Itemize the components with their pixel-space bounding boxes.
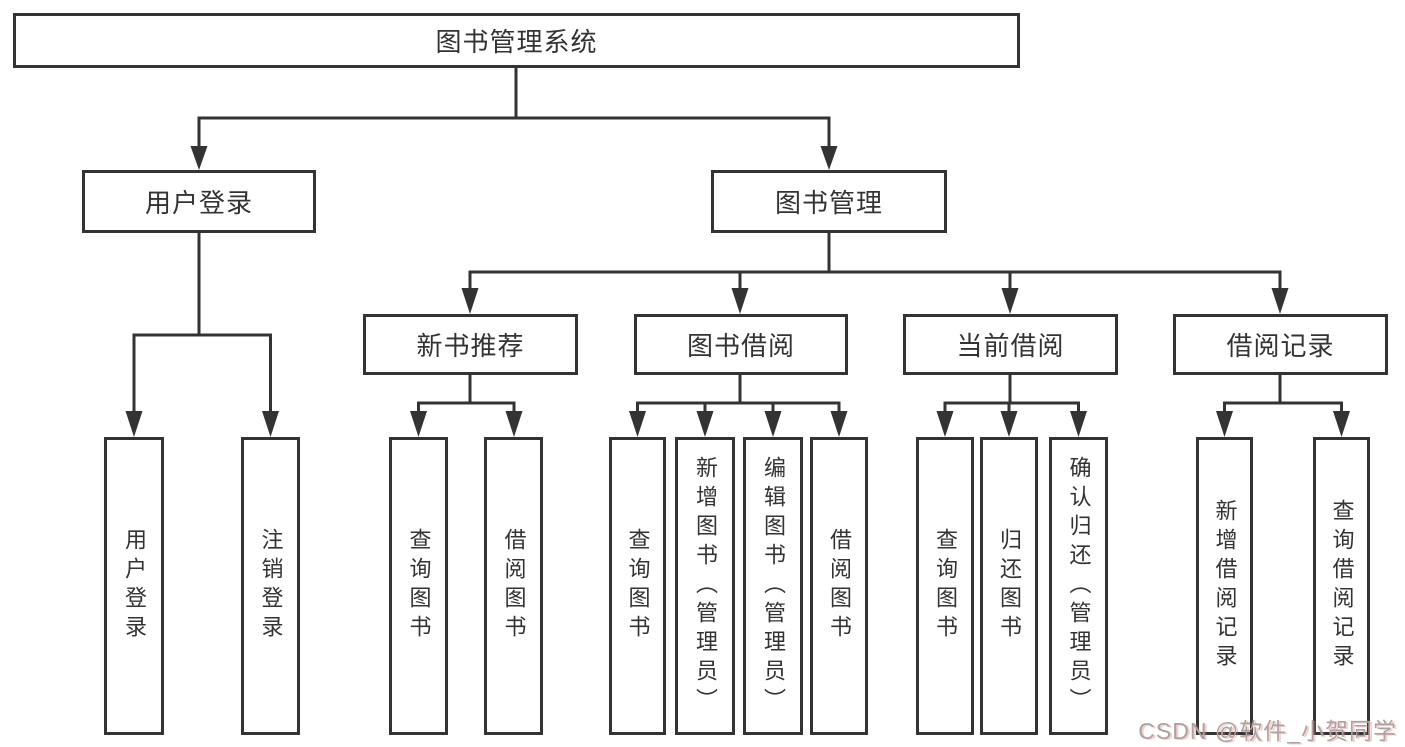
leaf-query-books-borrow-label: 查询图书 [625, 528, 651, 644]
leaf-edit-books-admin-label: 编辑图书（管理员） [761, 455, 786, 717]
leaf-add-borrow-record-label: 新增借阅记录 [1212, 499, 1238, 673]
leaf-logout-label: 注销登录 [258, 528, 284, 644]
leaf-confirm-return-admin: 确认归还（管理员） [1049, 437, 1108, 735]
leaf-add-books-admin-label: 新增图书（管理员） [693, 455, 718, 717]
leaf-borrow-books-recommend-label: 借阅图书 [501, 528, 527, 644]
node-new-book-recommendation: 新书推荐 [363, 314, 578, 375]
node-current-borrowing: 当前借阅 [903, 314, 1118, 375]
node-borrowing-records: 借阅记录 [1173, 314, 1388, 375]
leaf-add-books-admin: 新增图书（管理员） [675, 437, 735, 735]
leaf-query-books-current-label: 查询图书 [933, 528, 958, 644]
leaf-borrow-books: 借阅图书 [810, 437, 868, 735]
leaf-query-books-borrow: 查询图书 [609, 437, 666, 735]
leaf-borrow-books-label: 借阅图书 [827, 528, 852, 644]
leaf-query-books-recommend: 查询图书 [389, 437, 448, 735]
node-library-management-system: 图书管理系统 [13, 13, 1020, 68]
leaf-user-login: 用户登录 [104, 437, 164, 735]
leaf-return-books-label: 归还图书 [997, 528, 1022, 644]
leaf-query-books-recommend-label: 查询图书 [406, 528, 432, 644]
leaf-query-borrow-record-label: 查询借阅记录 [1329, 499, 1355, 673]
leaf-query-books-current: 查询图书 [916, 437, 974, 735]
node-book-borrowing: 图书借阅 [634, 314, 848, 375]
node-book-management: 图书管理 [711, 170, 947, 233]
leaf-confirm-return-admin-label: 确认归还（管理员） [1066, 455, 1092, 717]
node-user-login: 用户登录 [82, 170, 316, 233]
leaf-query-borrow-record: 查询借阅记录 [1313, 437, 1370, 735]
csdn-watermark: CSDN @软件_小贺同学 [1138, 718, 1397, 744]
leaf-add-borrow-record: 新增借阅记录 [1196, 437, 1253, 735]
leaf-logout: 注销登录 [241, 437, 300, 735]
leaf-borrow-books-recommend: 借阅图书 [484, 437, 543, 735]
leaf-user-login-label: 用户登录 [122, 528, 147, 644]
leaf-edit-books-admin: 编辑图书（管理员） [743, 437, 803, 735]
leaf-return-books: 归还图书 [980, 437, 1038, 735]
